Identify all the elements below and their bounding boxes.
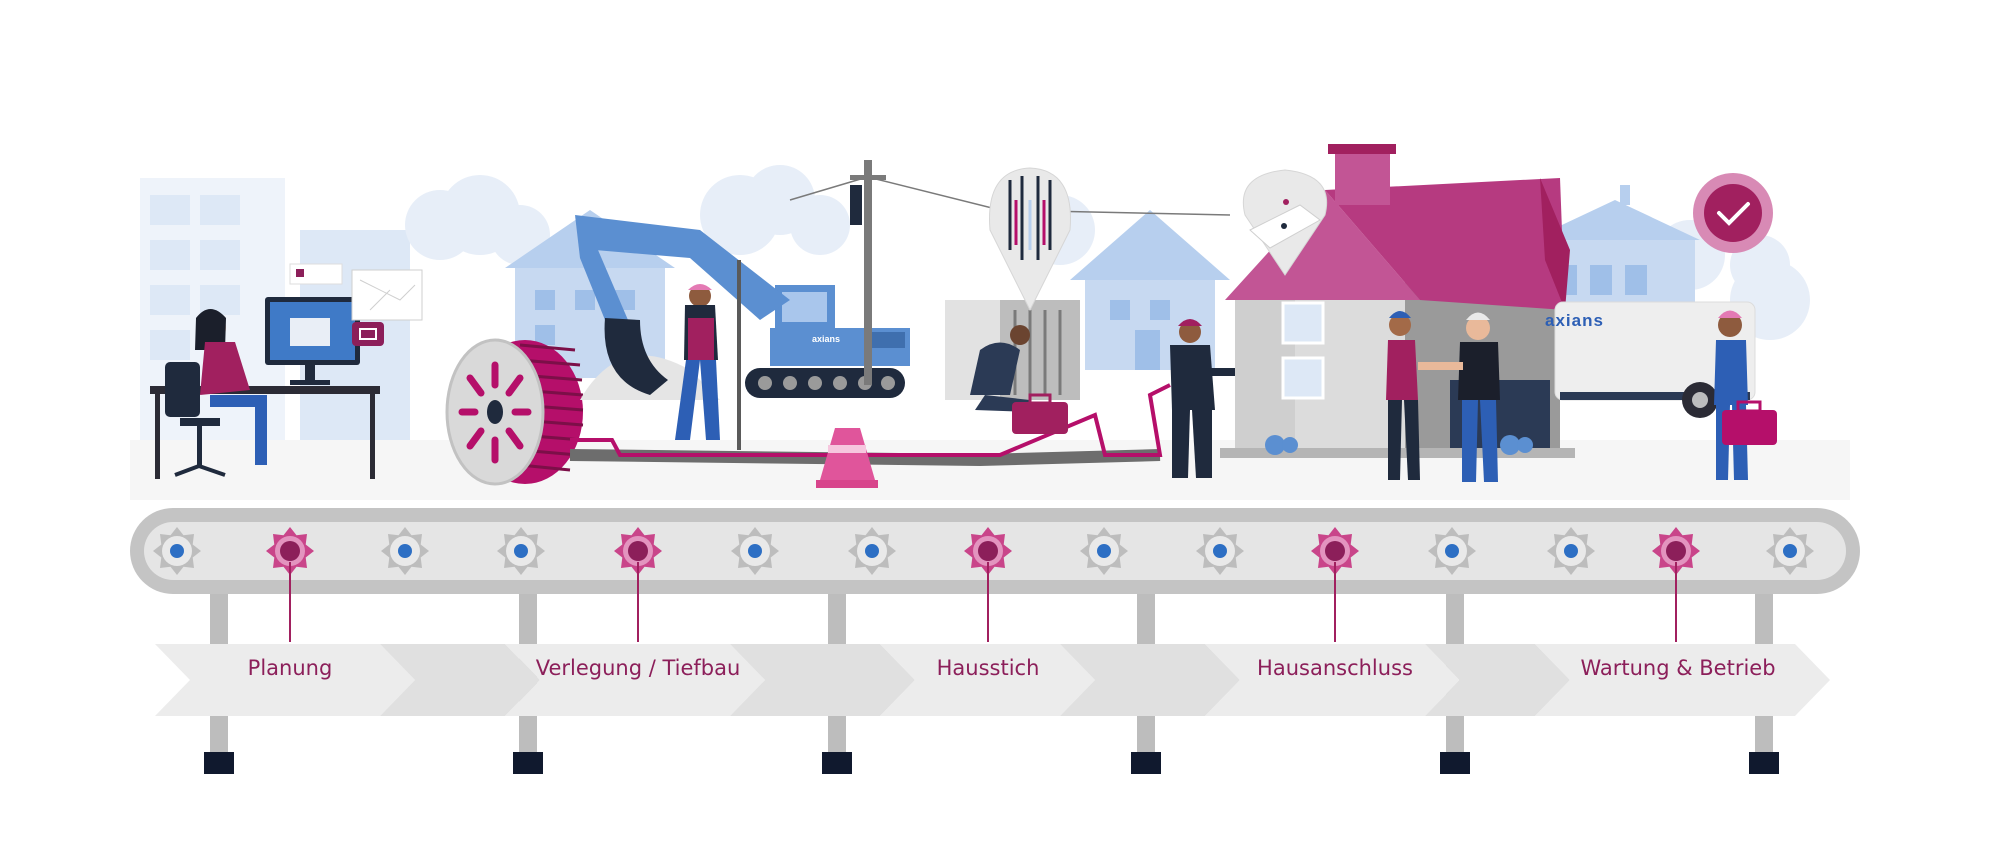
gear-magenta [266,527,314,575]
step-label-hausanschluss: Hausanschluss [1257,656,1413,680]
planning-desk-scene [150,263,423,479]
gear-gray [1196,527,1244,575]
gear-magenta [1652,527,1700,575]
excavator-logo: axians [812,334,841,344]
gear-magenta [964,527,1012,575]
gear-gray [1766,527,1814,575]
survey-worker [675,260,741,450]
house-and-customers [1220,144,1575,482]
step-connectors [289,562,1677,642]
gear-gray [1547,527,1595,575]
house-connection-scene [970,167,1268,478]
conveyor-belt [130,508,1860,594]
step-label-planung: Planung [247,656,333,680]
gear-gray [497,527,545,575]
traffic-cone [816,428,878,488]
checkmark-icon [1693,173,1773,253]
gear-magenta [614,527,662,575]
excavator [575,215,910,398]
step-label-wartung: Wartung & Betrieb [1580,656,1776,680]
gear-gray [1080,527,1128,575]
gear-gray [1428,527,1476,575]
conveyor-feet [204,752,1779,774]
gear-gray [381,527,429,575]
process-arrow-band [155,644,1830,716]
gear-gray [153,527,201,575]
step-label-verlegung: Verlegung / Tiefbau [535,656,741,680]
maintenance-scene [1554,173,1777,480]
cable-laying-scene [445,160,1231,488]
wifi-router-icon [1249,199,1321,249]
gear-gray [848,527,896,575]
gear-gray [731,527,779,575]
step-label-hausstich: Hausstich [936,656,1040,680]
gear-magenta [1311,527,1359,575]
van-logo: axians [1545,311,1604,330]
